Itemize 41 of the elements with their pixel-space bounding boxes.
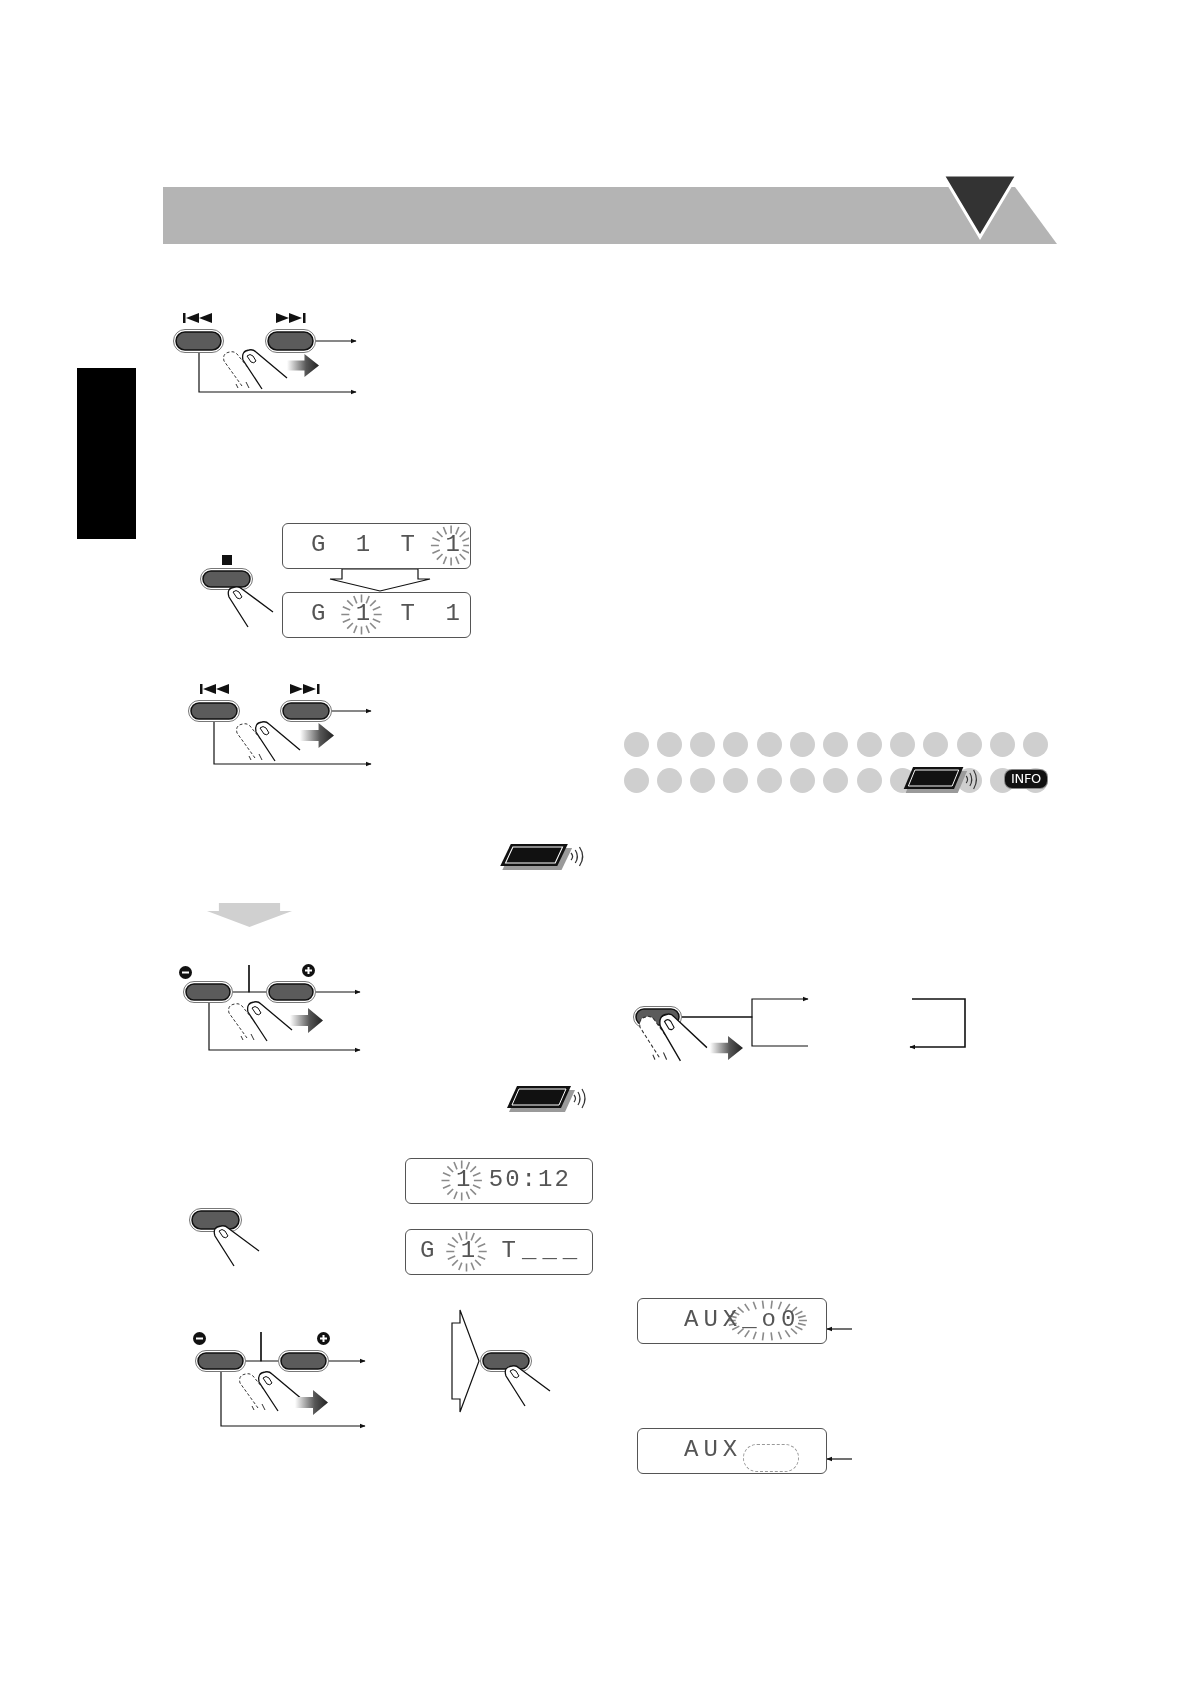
info-button: INFO — [1005, 770, 1047, 788]
pill-button — [480, 1350, 532, 1372]
arrow — [220, 1371, 366, 1429]
arrow — [213, 721, 372, 767]
display-readout: AUX — [684, 1436, 743, 1465]
pill-button — [183, 981, 233, 1003]
arrow — [331, 708, 372, 714]
pill-button — [200, 568, 253, 590]
pill-button — [195, 1350, 246, 1372]
pill-button — [280, 700, 332, 722]
pill-button — [265, 329, 316, 353]
arrow — [826, 1456, 853, 1462]
connector-line — [681, 1016, 809, 1047]
display-readout: G 1 T 1 — [311, 531, 468, 560]
connector-line — [248, 964, 267, 993]
lcd-display — [282, 523, 471, 569]
lcd-display — [405, 1229, 593, 1275]
arrow — [328, 1358, 366, 1364]
block-arrow — [329, 568, 431, 592]
arrow — [315, 989, 361, 995]
connector-line — [260, 1331, 279, 1362]
lcd-display — [637, 1428, 827, 1474]
pill-button — [188, 700, 240, 722]
pill-button — [278, 1350, 329, 1372]
display-readout: G 1 T 1 — [311, 600, 468, 629]
arrow — [315, 338, 357, 344]
arrow — [198, 352, 357, 395]
lcd-display — [282, 592, 471, 638]
pill-button — [173, 329, 224, 353]
arrow — [208, 1002, 361, 1053]
block-arrow — [451, 1309, 480, 1413]
display-readout: G 1 T___ — [420, 1237, 584, 1266]
display-readout: AUX_o0 — [684, 1306, 801, 1335]
arrow — [826, 1326, 853, 1332]
pill-button — [189, 1208, 242, 1232]
display-readout: 1 50:12 — [456, 1166, 571, 1195]
side-tab — [77, 368, 136, 539]
step-arrow — [207, 903, 292, 927]
lcd-display — [405, 1158, 593, 1204]
pill-button — [266, 981, 316, 1003]
lcd-display — [637, 1298, 827, 1344]
